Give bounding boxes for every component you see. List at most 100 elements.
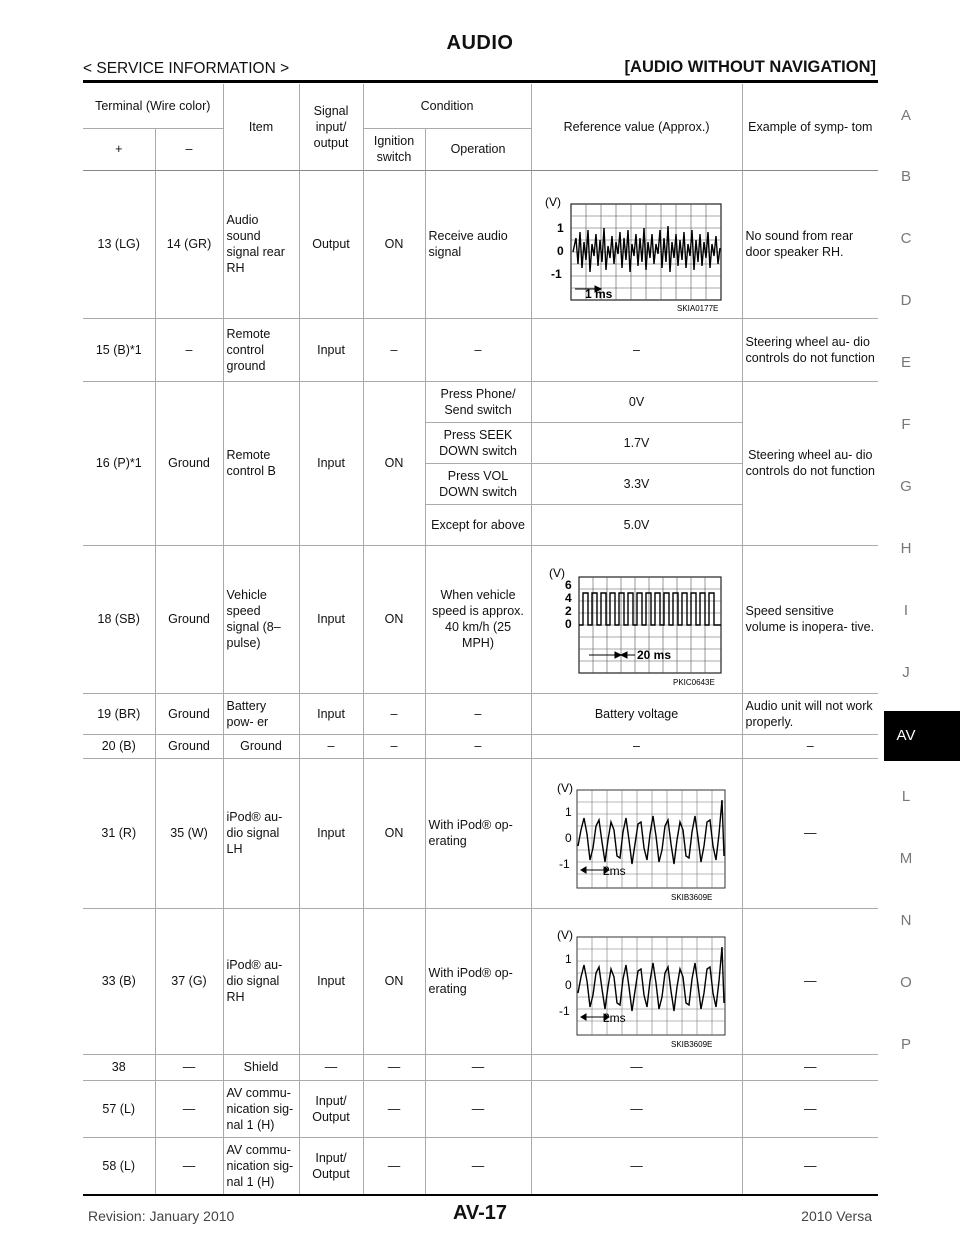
side-index-b[interactable]: B xyxy=(900,168,911,185)
terminal-minus: — xyxy=(154,1080,224,1138)
side-index-e[interactable]: E xyxy=(900,354,911,371)
table-row: 31 (R) 35 (W) iPod® au- dio signal LH In… xyxy=(83,758,879,909)
operation-cell: – xyxy=(424,734,532,759)
item-cell: Vehicle speed signal (8–pulse) xyxy=(222,545,300,694)
operation-cell: Press Phone/ Send switch xyxy=(424,381,532,423)
side-index-o[interactable]: O xyxy=(900,974,912,991)
operation-cell: When vehicle speed is approx. 40 km/h (2… xyxy=(424,545,532,694)
item-cell: iPod® au- dio signal RH xyxy=(222,908,300,1055)
side-index-j[interactable]: J xyxy=(902,664,910,681)
minus-header: – xyxy=(154,128,224,171)
wave-unit: (V) xyxy=(557,928,573,942)
terminal-header: Terminal (Wire color) xyxy=(83,84,224,129)
side-index-n[interactable]: N xyxy=(900,912,912,929)
operation-cell: – xyxy=(424,693,532,735)
table-row: 20 (B) Ground Ground – – – – – xyxy=(83,734,879,759)
symptom-cell: Speed sensitive volume is inopera- tive. xyxy=(741,545,879,694)
terminal-minus: 14 (GR) xyxy=(154,170,224,319)
ignition-cell: — xyxy=(362,1080,426,1138)
reference-cell: – xyxy=(530,734,743,759)
side-index-a[interactable]: A xyxy=(900,107,911,124)
terminal-minus: 35 (W) xyxy=(154,758,224,909)
side-index-c[interactable]: C xyxy=(900,230,912,247)
terminal-minus: Ground xyxy=(154,381,224,546)
symptom-cell: Steering wheel au- dio controls do not f… xyxy=(741,318,879,382)
signal-cell: Input xyxy=(298,318,364,382)
operation-cell: Receive audio signal xyxy=(424,170,532,319)
wave-timebase: 2ms xyxy=(603,1011,626,1025)
waveform-skib3609e-rh: (V) 1 0 -1 2ms S xyxy=(557,928,726,1049)
item-cell: Battery pow- er xyxy=(222,693,300,735)
operation-cell: Press SEEK DOWN switch xyxy=(424,422,532,464)
item-cell: Audio sound signal rear RH xyxy=(222,170,300,319)
wave-trace xyxy=(571,225,721,273)
terminal-minus: – xyxy=(154,318,224,382)
item-cell: Remote control ground xyxy=(222,318,300,382)
operation-cell: Except for above xyxy=(424,504,532,546)
table-row: 15 (B)*1 – Remote control ground Input –… xyxy=(83,318,879,382)
terminal-plus: 20 (B) xyxy=(83,734,155,759)
terminal-plus: 16 (P)*1 xyxy=(83,381,155,546)
terminal-plus: 18 (SB) xyxy=(83,545,155,694)
terminal-minus: — xyxy=(154,1054,224,1081)
reference-cell: 0V xyxy=(530,381,743,423)
item-cell: AV commu- nication sig- nal 1 (H) xyxy=(222,1080,300,1138)
terminal-plus: 58 (L) xyxy=(83,1137,155,1196)
wave-timebase: 1 ms xyxy=(585,287,613,301)
operation-cell: — xyxy=(424,1080,532,1138)
side-index-m[interactable]: M xyxy=(899,850,913,867)
side-index-d[interactable]: D xyxy=(900,292,912,309)
wave-grid xyxy=(576,789,726,889)
wave-unit: (V) xyxy=(549,566,565,580)
reference-cell: Battery voltage xyxy=(530,693,743,735)
ignition-cell: – xyxy=(362,734,426,759)
wave-timebase-marker xyxy=(574,285,602,293)
figure-code: SKIB3609E xyxy=(671,1040,712,1049)
reference-cell: — xyxy=(530,1054,743,1081)
terminal-minus: Ground xyxy=(154,545,224,694)
operation-cell: — xyxy=(424,1137,532,1196)
side-index-f[interactable]: F xyxy=(901,416,911,433)
terminal-plus: 13 (LG) xyxy=(83,170,155,319)
signal-cell: Input xyxy=(298,908,364,1055)
side-index-p[interactable]: P xyxy=(900,1036,911,1053)
symptom-header: Example of symp- tom xyxy=(741,84,879,171)
operation-cell: With iPod® op- erating xyxy=(424,908,532,1055)
reference-header: Reference value (Approx.) xyxy=(530,84,743,171)
table-row: 38 — Shield — — — — — xyxy=(83,1054,879,1081)
item-cell: AV commu- nication sig- nal 1 (H) xyxy=(222,1137,300,1196)
signal-cell: — xyxy=(298,1054,364,1081)
item-cell: Ground xyxy=(222,734,300,759)
table-row: 13 (LG) 14 (GR) Audio sound signal rear … xyxy=(83,170,879,319)
waveform-cell: (V) 6 4 2 0 20 m xyxy=(530,545,743,694)
side-index-h[interactable]: H xyxy=(900,540,912,557)
reference-cell: 5.0V xyxy=(530,504,743,546)
item-cell: Shield xyxy=(222,1054,300,1081)
terminal-minus: Ground xyxy=(154,693,224,735)
ignition-header: Ignition switch xyxy=(362,128,426,171)
ignition-cell: ON xyxy=(362,381,426,546)
table-row: 16 (P)*1 Ground Remote control B Input O… xyxy=(83,381,879,546)
wave-label-minus1: -1 xyxy=(559,857,570,871)
reference-cell: — xyxy=(530,1080,743,1138)
waveform-skib3609e-lh: (V) 1 0 -1 2ms S xyxy=(557,781,726,902)
wave-label-0: 0 xyxy=(565,978,572,992)
reference-cell: 3.3V xyxy=(530,463,743,505)
terminal-minus: 37 (G) xyxy=(154,908,224,1055)
table-subrow: Press SEEK DOWN switch 1.7V xyxy=(83,422,878,464)
signal-cell: Input xyxy=(298,693,364,735)
side-index-i[interactable]: I xyxy=(903,602,909,619)
table-subrow: Press VOL DOWN switch 3.3V xyxy=(83,463,878,505)
terminal-plus: 57 (L) xyxy=(83,1080,155,1138)
ignition-cell: ON xyxy=(362,908,426,1055)
side-index-g[interactable]: G xyxy=(900,478,912,495)
wave-label-2: 2 xyxy=(565,604,572,618)
footer-revision: Revision: January 2010 xyxy=(88,1208,235,1224)
side-index-l[interactable]: L xyxy=(901,788,911,805)
item-cell: Remote control B xyxy=(222,381,300,546)
ignition-cell: — xyxy=(362,1054,426,1081)
symptom-cell: — xyxy=(741,1080,879,1138)
signal-cell: – xyxy=(298,734,364,759)
side-index-av-active[interactable]: AV xyxy=(884,711,960,761)
wave-unit: (V) xyxy=(545,195,561,209)
